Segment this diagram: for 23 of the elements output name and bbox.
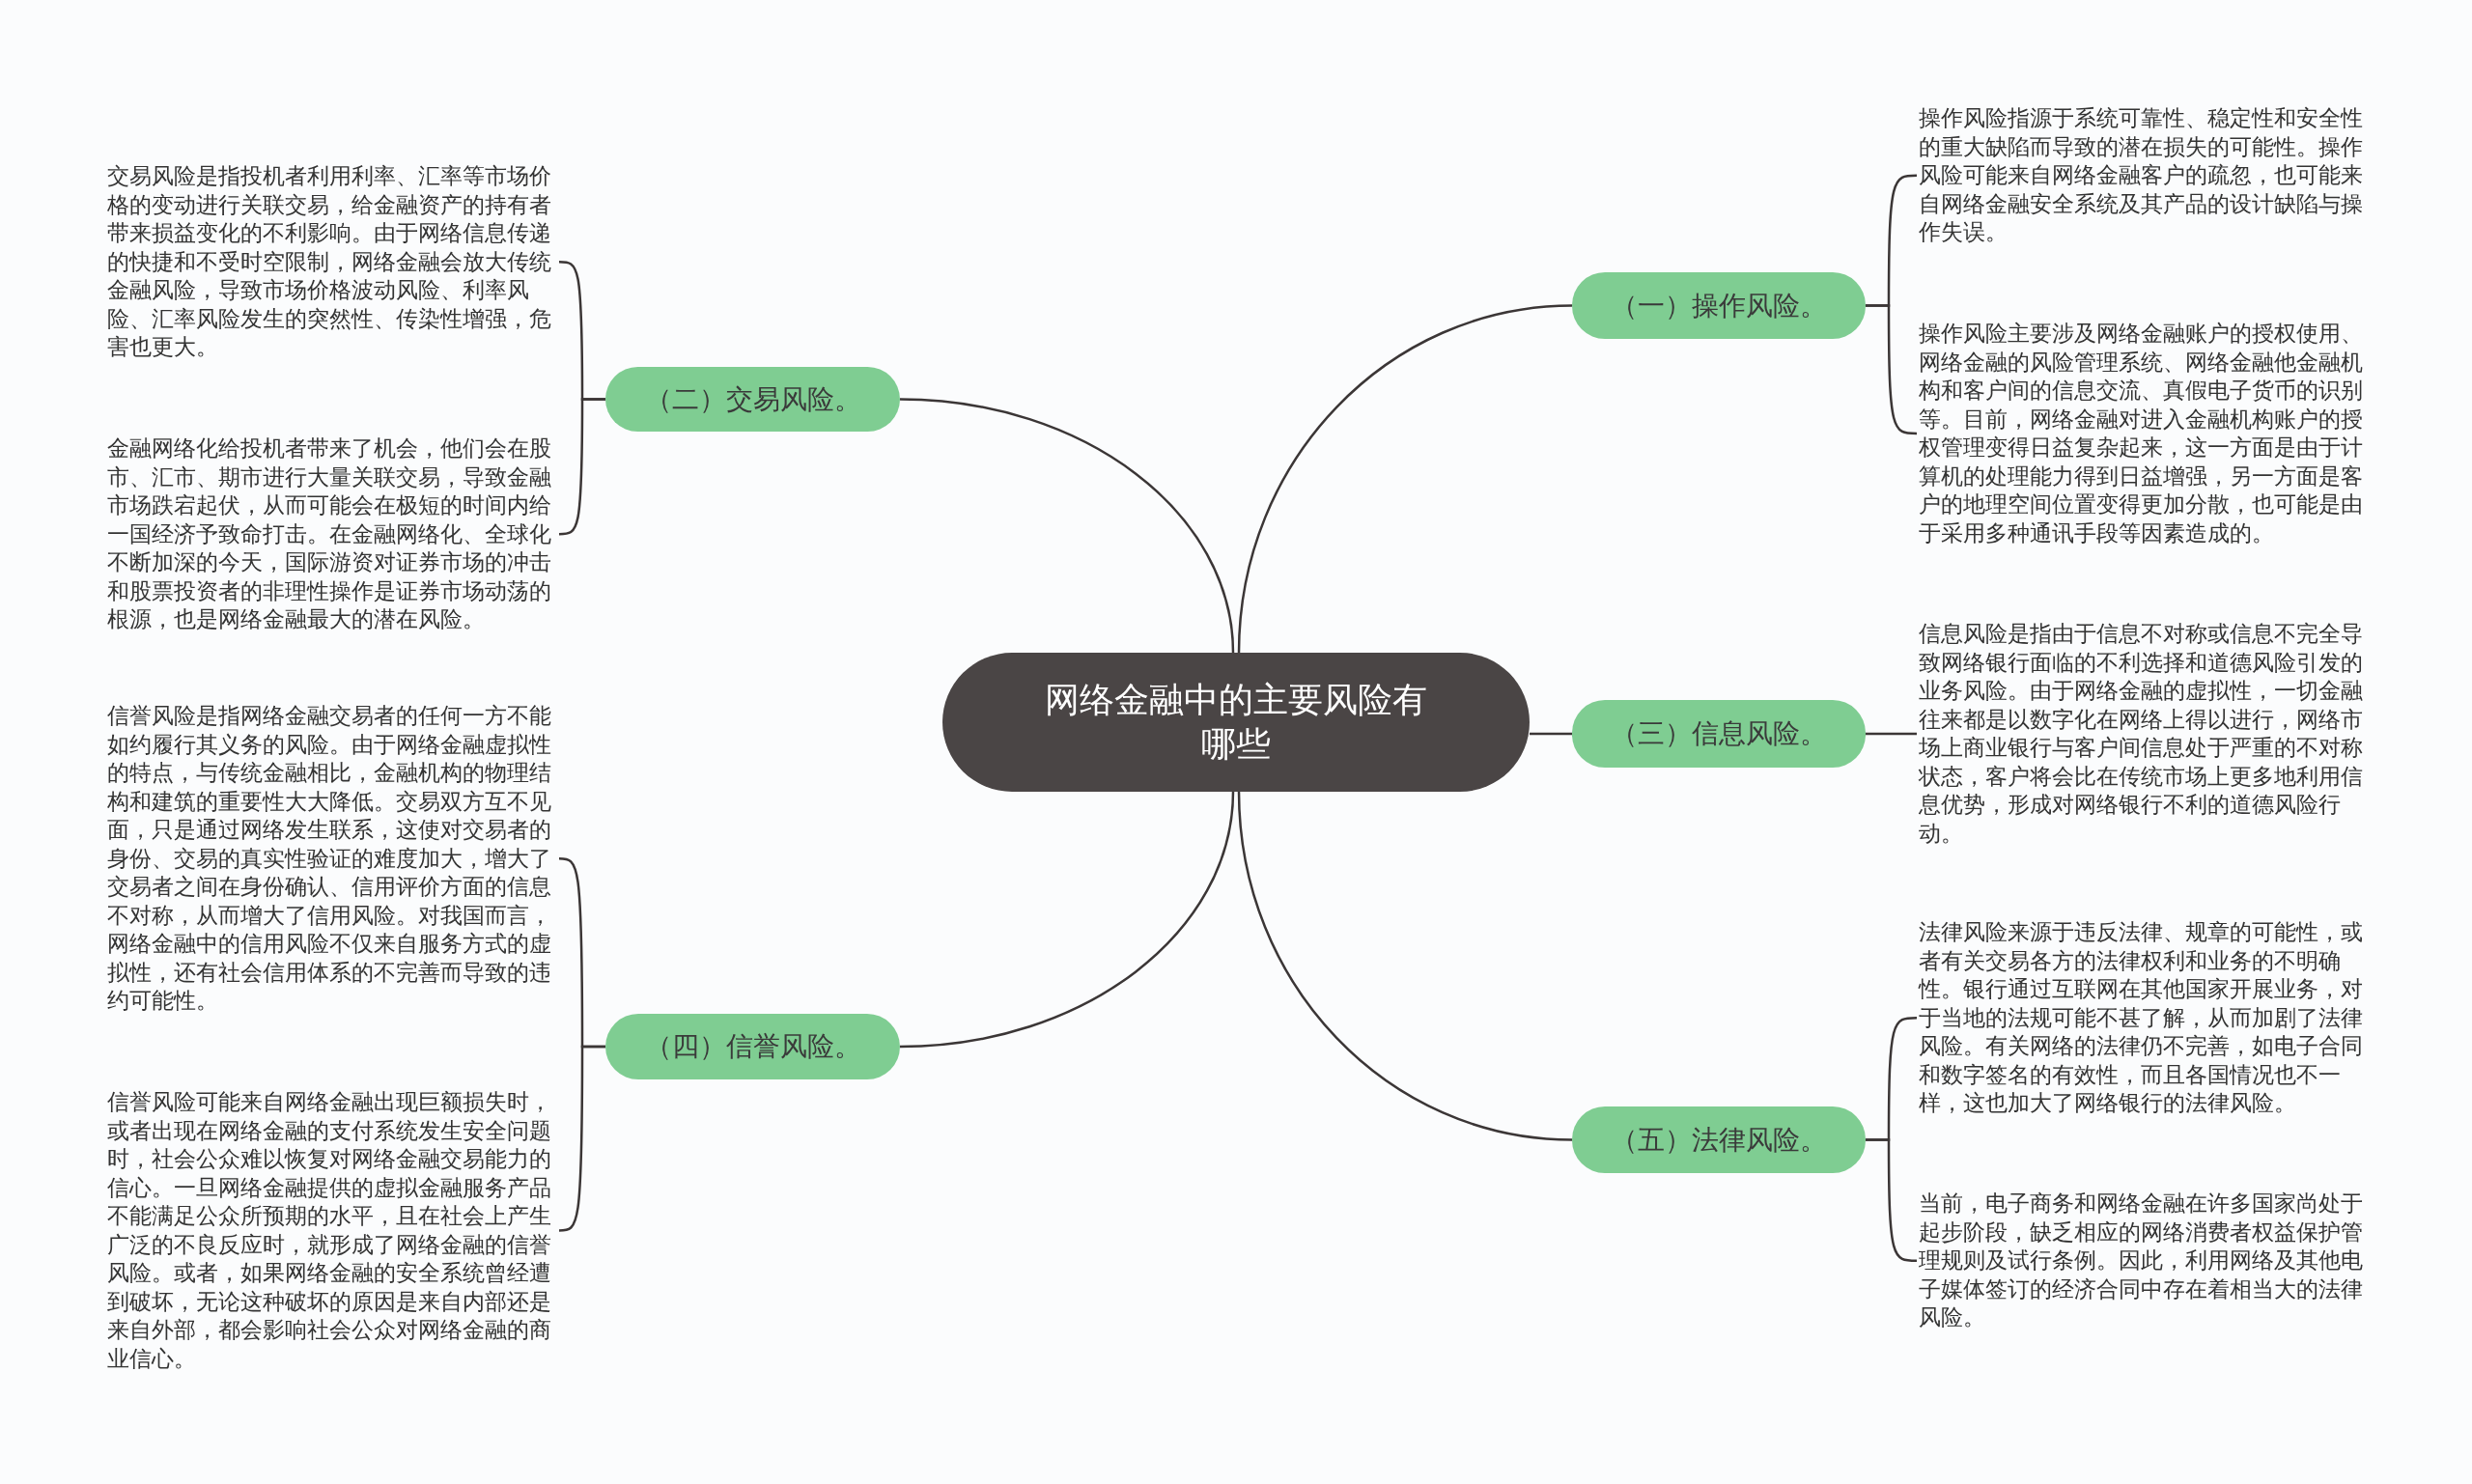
topic-pill: （一）操作风险。 <box>1572 272 1866 339</box>
bracket-line <box>558 398 605 536</box>
connector-line <box>1237 791 1573 1141</box>
topic-pill: （四）信誉风险。 <box>605 1014 900 1079</box>
note-text: 操作风险主要涉及网络金融账户的授权使用、网络金融的风险管理系统、网络金融他金融机构和客户间的信息交流、真假电子货币的识别等。目前，网络金融对进入金融机构账户的授权管理变得日益复杂起来，这一方面是由于计算机的处理能力得到日益增强，另一方面是客户的地理空间位置变得更加分散，也可能是由于采用多种通讯手段等因素造成的。 <box>1919 320 2369 547</box>
bracket-line <box>558 1045 605 1232</box>
note-text: 法律风险来源于违反法律、规章的可能性，或者有关交易各方的法律权利和业务的不明确性。银行通过互联网在其他国家开展业务，对于当地的法规可能不甚了解，从而加剧了法律风险。有关网络的法律仍不完善，如电子合同和数字签名的有效性，而且各国情况也不一样，这也加大了网络银行的法律风险。 <box>1919 918 2369 1118</box>
topic-pill: （三）信息风险。 <box>1572 700 1866 768</box>
note-text: 信誉风险是指网络金融交易者的任何一方不能如约履行其义务的风险。由于网络金融虚拟性的特点，与传统金融相比，金融机构的物理结构和建筑的重要性大大降低。交易双方互不见面，只是通过网络发生联系，这使对交易者的身份、交易的真实性验证的难度加大，增大了交易者之间在身份确认、信用评价方面的信息不对称，从而增大了信用风险。对我国而言，网络金融中的信用风险不仅来自服务方式的虚拟性，还有社会信用体系的不完善而导致的违约可能性。 <box>107 702 557 1016</box>
bracket-line <box>1866 732 1917 736</box>
topic-pill: （五）法律风险。 <box>1572 1106 1866 1173</box>
topic-pill: （二）交易风险。 <box>605 367 900 432</box>
note-text: 操作风险指源于系统可靠性、稳定性和安全性的重大缺陷而导致的潜在损失的可能性。操作风险可能来自网络金融客户的疏忽，也可能来自网络金融安全系统及其产品的设计缺陷与操作失误。 <box>1919 104 2369 247</box>
connector-line <box>1237 304 1573 654</box>
central-topic: 网络金融中的主要风险有哪些 <box>942 653 1530 792</box>
note-text: 信息风险是指由于信息不对称或信息不完全导致网络银行面临的不利选择和道德风险引发的业务风险。由于网络金融的虚拟性，一切金融往来都是以数字化在网络上得以进行，网络市场上商业银行与客户间信息处于严重的不对称状态，客户将会比在传统市场上更多地利用信息优势，形成对网络银行不利的道德风险行动。 <box>1919 620 2369 848</box>
note-text: 当前，电子商务和网络金融在许多国家尚处于起步阶段，缺乏相应的网络消费者权益保护管理规则及试行条例。因此，利用网络及其他电子媒体签订的经济合同中存在着相当大的法律风险。 <box>1919 1190 2369 1332</box>
connector-line <box>899 791 1235 1049</box>
note-text: 金融网络化给投机者带来了机会，他们会在股市、汇市、期市进行大量关联交易，导致金融市场跌宕起伏，从而可能会在极短的时间内给一国经济予致命打击。在金融网络化、全球化不断加深的今天，国际游资对证券市场的冲击和股票投资者的非理性操作是证券市场动荡的根源，也是网络金融最大的潜在风险。 <box>107 434 557 634</box>
note-text: 交易风险是指投机者利用利率、汇率等市场价格的变动进行关联交易，给金融资产的持有者带来损益变化的不利影响。由于网络信息传递的快捷和不受时空限制，网络金融会放大传统金融风险，导致市场价格波动风险、利率风险、汇率风险发生的突然性、传染性增强，危害也更大。 <box>107 162 557 362</box>
note-text: 信誉风险可能来自网络金融出现巨额损失时，或者出现在网络金融的支付系统发生安全问题时，社会公众难以恢复对网络金融交易能力的信心。一旦网络金融提供的虚拟金融服务产品不能满足公众所预期的水平，且在社会上产生广泛的不良反应时，就形成了网络金融的信誉风险。或者，如果网络金融的安全系统曾经遭到破坏，无论这种破坏的原因是来自内部还是来自外部，都会影响社会公众对网络金融的商业信心。 <box>107 1088 557 1373</box>
connector-line <box>1530 732 1572 736</box>
connector-line <box>899 398 1235 654</box>
